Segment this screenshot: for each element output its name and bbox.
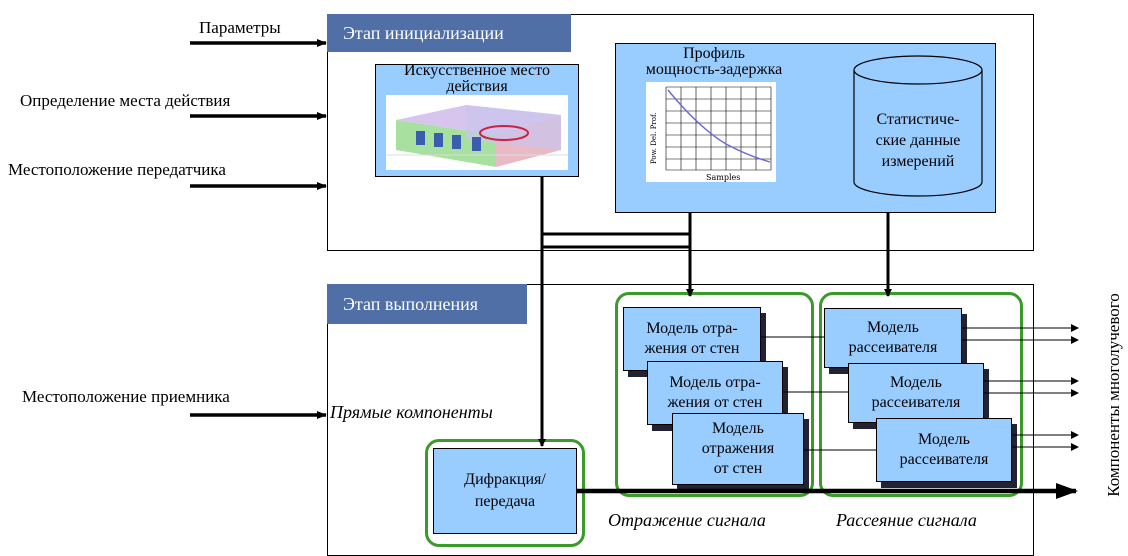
scatterer-model-1: Модель рассеивателя xyxy=(824,308,962,368)
reflection-model-1: Модель отра- жения от стен xyxy=(623,307,761,371)
scatterer-model-3-text: Модель рассеивателя xyxy=(899,431,989,468)
reflection-model-3: Модель отражения от стен xyxy=(672,413,804,485)
plot-xlabel: Samples xyxy=(706,173,740,182)
scatterer-model-2-text: Модель рассеивателя xyxy=(871,374,961,411)
statistics-label: Статистиче- ские данные измерений xyxy=(875,111,961,170)
plot-ylabel: Pow. Del. Prof. xyxy=(650,112,658,164)
reflection-model-3-text: Модель отражения от стен xyxy=(701,420,775,477)
input-scene-definition: Определение места действия xyxy=(20,91,231,110)
exec-stage-label: Этап выполнения xyxy=(327,284,527,324)
power-delay-plot: Samples Pow. Del. Prof. xyxy=(646,82,776,182)
scatterer-model-1-text: Модель рассеивателя xyxy=(848,319,938,356)
statistics-cylinder xyxy=(853,55,983,197)
diffraction-box: Дифракция/ передача xyxy=(433,448,577,534)
input-parameters: Параметры xyxy=(199,18,281,37)
reflection-caption: Отражение сигнала xyxy=(608,510,766,530)
scene-3d-illustration xyxy=(386,95,568,170)
input-transmitter-location: Местоположение передатчика xyxy=(8,160,226,179)
artificial-scene-box: Искусственное место действия xyxy=(375,62,579,177)
profile-title: Профиль мощность-задержка xyxy=(645,45,783,78)
scatterer-model-2: Модель рассеивателя xyxy=(848,363,984,423)
scattering-group xyxy=(819,292,1023,497)
scatterer-model-3: Модель рассеивателя xyxy=(876,418,1012,482)
init-stage-label: Этап инициализации xyxy=(327,14,571,52)
diffraction-text: Дифракция/ передача xyxy=(464,471,546,510)
reflection-model-2-text: Модель отра- жения от стен xyxy=(667,374,763,411)
artificial-scene-title: Искусственное место действия xyxy=(404,62,550,95)
reflection-group xyxy=(615,292,814,497)
power-delay-profile-box: Профиль мощность-задержка Samples Pow. D… xyxy=(615,43,996,213)
input-receiver-location: Местоположение приемника xyxy=(22,387,230,406)
scattering-caption: Рассеяние сигнала xyxy=(836,510,977,530)
reflection-model-1-text: Модель отра- жения от стен xyxy=(644,320,740,357)
direct-components-label: Прямые компоненты xyxy=(330,402,493,422)
